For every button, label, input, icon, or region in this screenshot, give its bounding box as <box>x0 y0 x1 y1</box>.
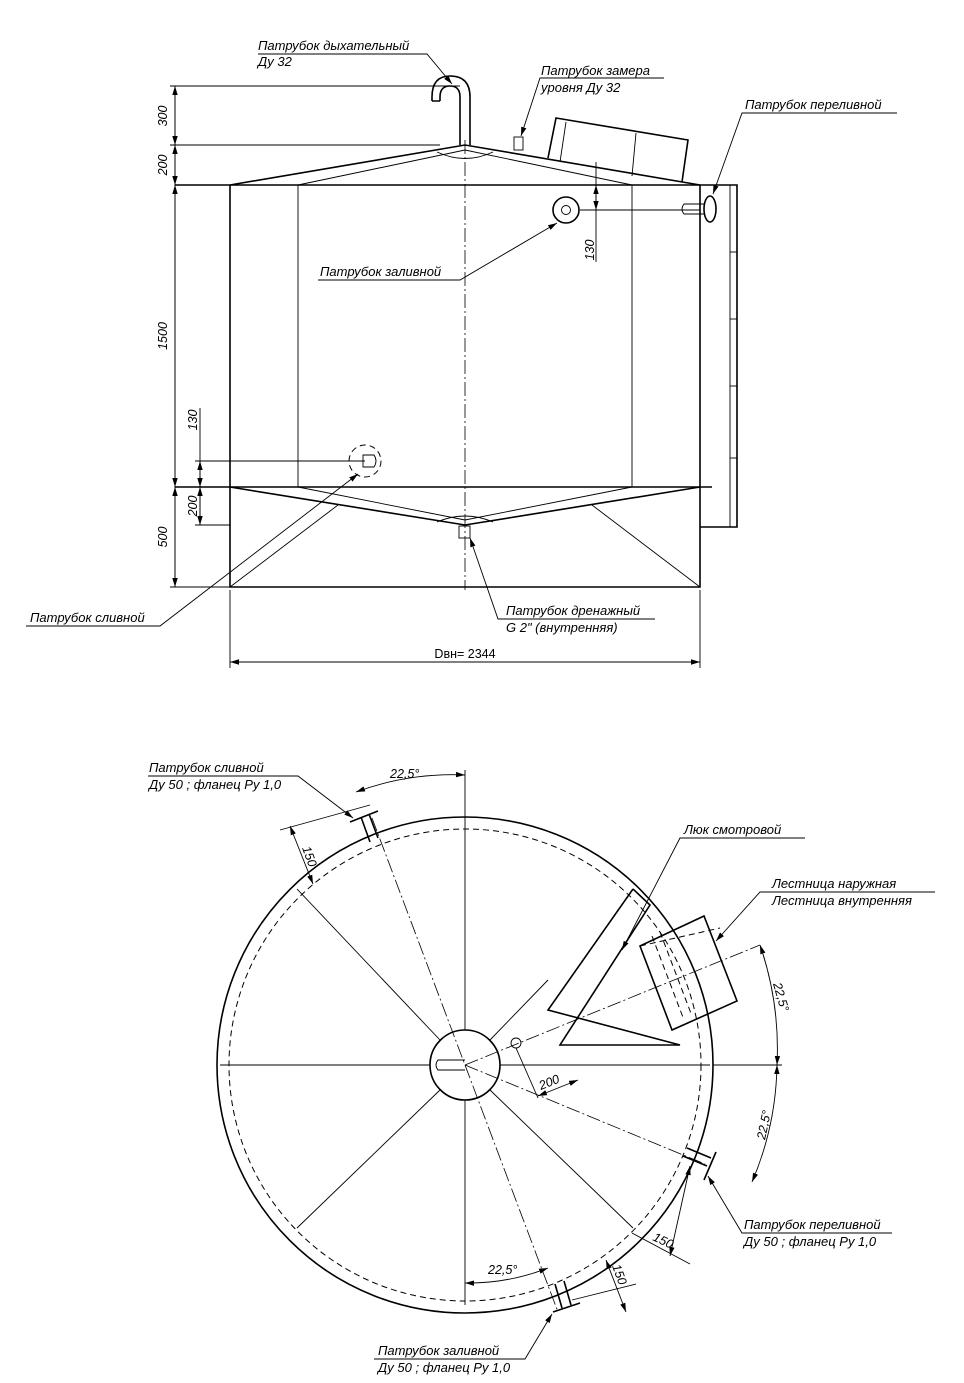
label-overflow-plan-size: Ду 50 ; фланец Ру 1,0 <box>742 1234 877 1249</box>
label-fill-plan: Патрубок заливной <box>378 1343 499 1358</box>
roof-hatch <box>547 117 689 183</box>
label-overflow-plan: Патрубок переливной <box>744 1217 881 1232</box>
dim-1500: 1500 <box>156 322 170 350</box>
dim-200-bottom: 200 <box>186 496 200 518</box>
angle-top: 22,5° <box>389 767 419 781</box>
label-fill-plan-size: Ду 50 ; фланец Ру 1,0 <box>376 1360 511 1375</box>
ladder-plan <box>638 914 739 1032</box>
angle-bottom: 22,5° <box>487 1263 517 1277</box>
level-pipe <box>513 136 524 151</box>
dim-150-bottom: 150 <box>609 1262 629 1286</box>
dim-150-left: 150 <box>299 844 319 868</box>
dim-130-left: 130 <box>186 410 200 431</box>
label-fill: Патрубок заливной <box>320 264 441 279</box>
label-drainage: Патрубок дренажный <box>506 603 640 618</box>
overflow-nozzle-plan <box>682 1147 717 1181</box>
dim-200-top: 200 <box>156 155 170 177</box>
dim-300: 300 <box>156 106 170 127</box>
fill-nozzle-plan <box>552 1280 581 1313</box>
label-breathing-size: Ду 32 <box>256 54 293 69</box>
label-drainage-size: G 2" (внутренняя) <box>506 620 618 635</box>
overflow-nozzle <box>703 195 717 223</box>
outer-ladder <box>700 184 738 528</box>
dim-diameter: Dвн= 2344 <box>434 647 495 661</box>
fill-opening <box>510 1037 522 1049</box>
label-level-size: уровня Ду 32 <box>540 80 621 95</box>
drain-nozzle-plan <box>349 810 379 843</box>
label-ladder-inner: Лестница внутренняя <box>771 893 912 908</box>
label-drain-plan: Патрубок сливной <box>149 760 264 775</box>
label-breathing: Патрубок дыхательный <box>258 38 409 53</box>
label-hatch: Люк смотровой <box>683 822 781 837</box>
side-view: 300 200 1500 500 130 200 130 Dвн= 2344 П… <box>26 38 897 668</box>
dim-500: 500 <box>156 527 170 548</box>
angle-right-lower: 22,5° <box>754 1109 774 1142</box>
drainage-pipe <box>458 525 471 539</box>
dim-200: 200 <box>536 1072 562 1093</box>
drain-nozzle <box>348 444 382 478</box>
label-drain: Патрубок сливной <box>30 610 145 625</box>
label-drain-plan-size: Ду 50 ; фланец Ру 1,0 <box>147 777 282 792</box>
label-overflow: Патрубок переливной <box>745 97 882 112</box>
fill-nozzle <box>552 196 580 224</box>
dim-130-right: 130 <box>583 240 597 261</box>
label-level: Патрубок замера <box>541 63 650 78</box>
label-ladder-outer: Лестница наружная <box>771 876 896 891</box>
plan-view: 22,5° 22,5° 22,5° 22,5° 150 150 150 200 … <box>147 760 935 1375</box>
